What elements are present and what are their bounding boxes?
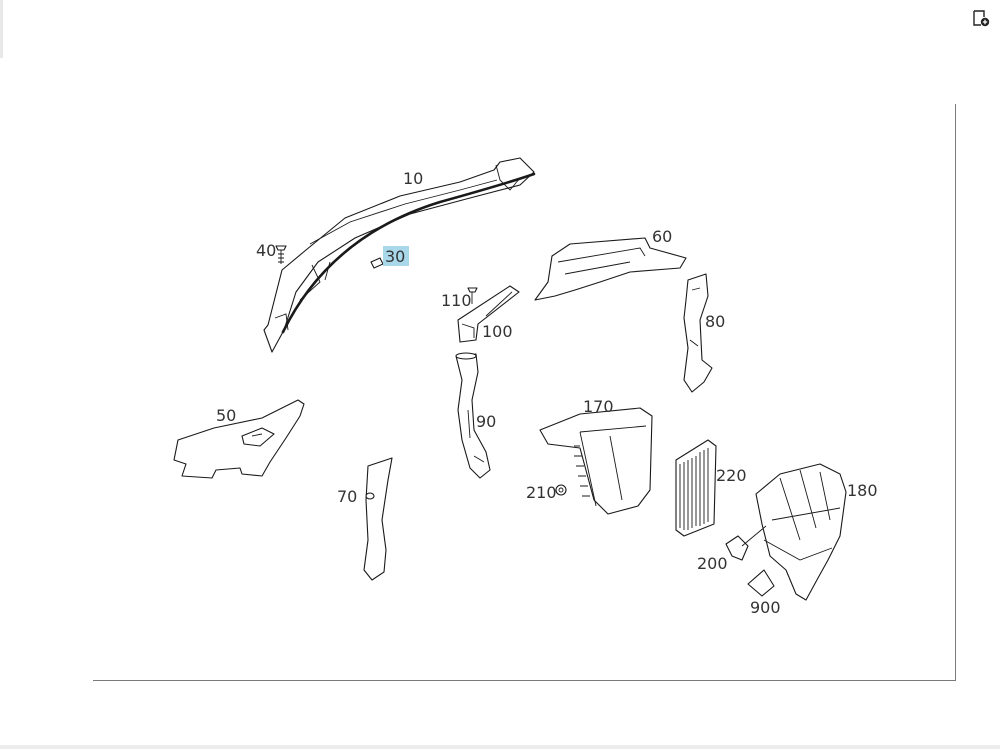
- part-900-plate[interactable]: [747, 569, 775, 597]
- part-180-housing[interactable]: [755, 463, 847, 601]
- callout-210[interactable]: 210: [526, 483, 557, 502]
- callout-60[interactable]: 60: [652, 227, 672, 246]
- part-60-cover[interactable]: [534, 237, 687, 301]
- part-210-fitting[interactable]: [555, 484, 567, 496]
- callout-30[interactable]: 30: [385, 247, 405, 266]
- callout-40[interactable]: 40: [256, 241, 276, 260]
- callout-70[interactable]: 70: [337, 487, 357, 506]
- callout-100[interactable]: 100: [482, 322, 513, 341]
- bottom-bar: [0, 745, 1000, 749]
- callout-80[interactable]: 80: [705, 312, 725, 331]
- callout-50[interactable]: 50: [216, 406, 236, 425]
- part-80-duct[interactable]: [683, 273, 713, 393]
- part-70-duct[interactable]: [363, 457, 393, 581]
- callout-30-highlight: [383, 246, 409, 266]
- diagram-frame-bottom: [93, 680, 956, 681]
- callout-200[interactable]: 200: [697, 554, 728, 573]
- diagram-frame-right: [955, 104, 956, 681]
- callout-220[interactable]: 220: [716, 466, 747, 485]
- part-200-sensor[interactable]: [725, 525, 767, 561]
- left-panel-edge: [0, 0, 3, 58]
- callout-900[interactable]: 900: [750, 598, 781, 617]
- callout-170[interactable]: 170: [583, 397, 614, 416]
- part-110-screw[interactable]: [467, 287, 478, 304]
- callout-110[interactable]: 110: [441, 291, 472, 310]
- part-40-screw[interactable]: [275, 245, 287, 264]
- part-10-cover[interactable]: [263, 157, 536, 353]
- part-170-housing[interactable]: [539, 407, 653, 515]
- callout-180[interactable]: 180: [847, 481, 878, 500]
- part-90-hose[interactable]: [455, 352, 491, 479]
- callout-90[interactable]: 90: [476, 412, 496, 431]
- part-100-duct[interactable]: [457, 285, 520, 343]
- callout-10[interactable]: 10: [403, 169, 423, 188]
- part-50-panel[interactable]: [173, 399, 305, 479]
- add-to-document-icon[interactable]: [972, 9, 992, 29]
- part-30-clip[interactable]: [370, 257, 384, 269]
- part-220-filter[interactable]: [675, 439, 717, 537]
